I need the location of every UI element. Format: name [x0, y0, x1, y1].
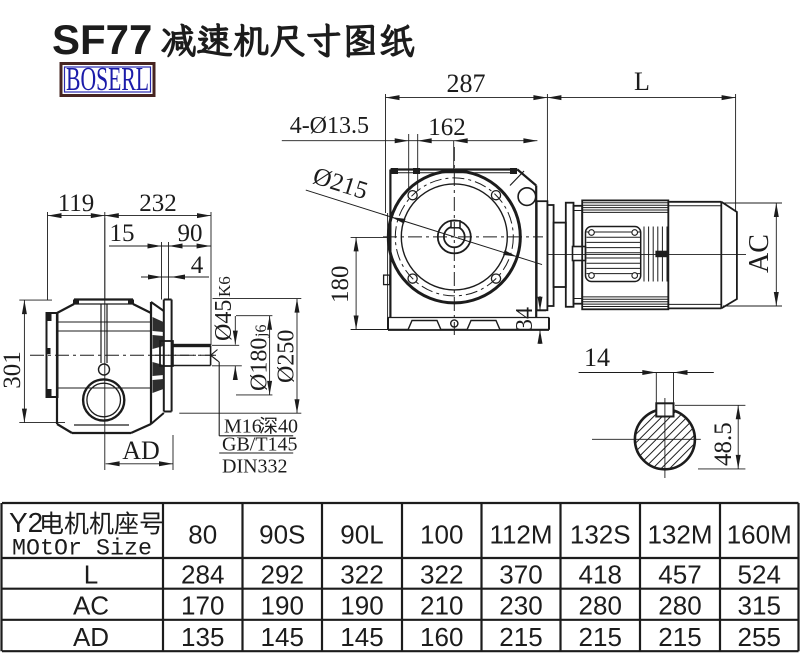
svg-text:280: 280 — [579, 591, 622, 621]
svg-text:Y2: Y2 — [9, 507, 43, 538]
svg-text:210: 210 — [420, 591, 463, 621]
svg-text:322: 322 — [340, 560, 383, 590]
svg-text:190: 190 — [261, 591, 304, 621]
svg-text:AD: AD — [122, 436, 160, 465]
svg-text:SF77: SF77 — [52, 16, 152, 63]
svg-text:90L: 90L — [340, 520, 383, 550]
svg-text:160: 160 — [420, 622, 463, 652]
svg-text:j6: j6 — [253, 325, 270, 338]
svg-text:90: 90 — [178, 220, 203, 247]
svg-text:K6: K6 — [215, 276, 234, 297]
svg-text:162: 162 — [428, 114, 466, 141]
svg-text:90S: 90S — [259, 520, 305, 550]
svg-text:160M: 160M — [727, 520, 792, 550]
svg-text:418: 418 — [579, 560, 622, 590]
svg-text:BOSERL: BOSERL — [66, 61, 149, 98]
svg-text:Ø250: Ø250 — [274, 330, 300, 383]
svg-text:M16: M16 — [224, 416, 262, 438]
svg-text:15: 15 — [110, 220, 135, 247]
svg-text:232: 232 — [139, 190, 177, 217]
svg-text:284: 284 — [181, 560, 224, 590]
svg-text:180: 180 — [327, 266, 354, 304]
svg-text:112M: 112M — [489, 520, 552, 550]
svg-text:135: 135 — [181, 622, 224, 652]
svg-text:280: 280 — [658, 591, 701, 621]
svg-text:40: 40 — [278, 416, 298, 438]
svg-text:119: 119 — [58, 190, 95, 217]
svg-text:230: 230 — [499, 591, 542, 621]
svg-text:457: 457 — [658, 560, 701, 590]
svg-text:322: 322 — [420, 560, 463, 590]
svg-text:Ø45: Ø45 — [211, 300, 237, 341]
svg-text:215: 215 — [499, 622, 542, 652]
svg-text:AC: AC — [73, 591, 109, 621]
svg-text:34: 34 — [512, 307, 538, 331]
svg-text:AC: AC — [744, 234, 775, 273]
svg-text:370: 370 — [499, 560, 542, 590]
svg-text:301: 301 — [0, 351, 26, 389]
svg-text:170: 170 — [181, 591, 224, 621]
svg-text:L: L — [634, 67, 650, 96]
svg-text:255: 255 — [738, 622, 781, 652]
svg-text:287: 287 — [447, 69, 486, 98]
svg-text:145: 145 — [340, 622, 383, 652]
svg-text:315: 315 — [738, 591, 781, 621]
svg-text:4-Ø13.5: 4-Ø13.5 — [290, 113, 369, 139]
svg-text:190: 190 — [340, 591, 383, 621]
svg-text:AD: AD — [73, 622, 109, 652]
svg-text:100: 100 — [420, 520, 463, 550]
svg-text:132S: 132S — [570, 520, 631, 550]
svg-text:DIN332: DIN332 — [222, 456, 288, 478]
svg-text:48.5: 48.5 — [710, 422, 737, 466]
svg-text:4: 4 — [191, 252, 204, 279]
svg-text:132M: 132M — [647, 520, 712, 550]
svg-text:215: 215 — [579, 622, 622, 652]
svg-text:L: L — [84, 560, 98, 590]
svg-text:80: 80 — [188, 520, 217, 550]
svg-text:145: 145 — [261, 622, 304, 652]
svg-text:292: 292 — [261, 560, 304, 590]
svg-text:Ø180: Ø180 — [247, 338, 273, 391]
svg-text:215: 215 — [658, 622, 701, 652]
svg-text:MOtOr Size: MOtOr Size — [12, 536, 152, 562]
svg-text:14: 14 — [584, 343, 610, 372]
svg-text:524: 524 — [738, 560, 781, 590]
svg-text:GB/T145: GB/T145 — [222, 434, 298, 456]
